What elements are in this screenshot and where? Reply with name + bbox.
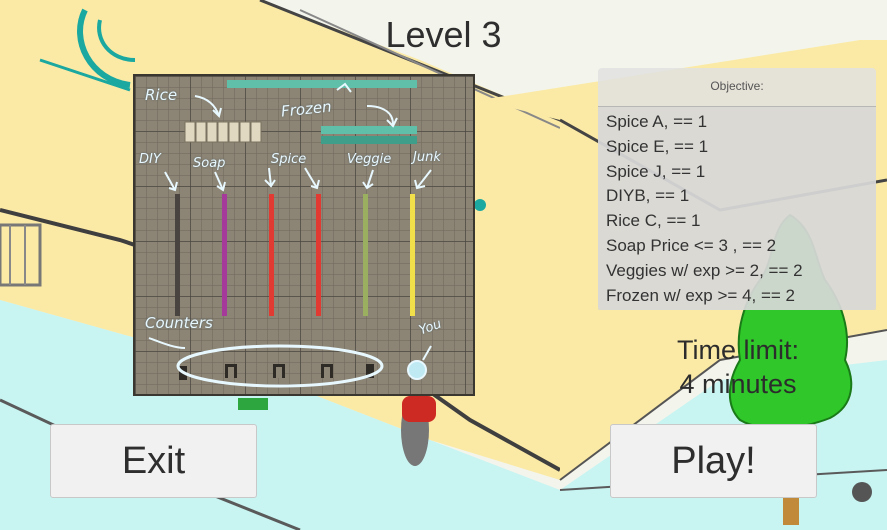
objective-item: Frozen w/ exp >= 4, == 2 — [606, 285, 796, 305]
play-button[interactable]: Play! — [610, 424, 817, 498]
time-limit: Time limit: 4 minutes — [600, 333, 876, 401]
soap-label: Soap — [193, 156, 226, 171]
veggie-label: Veggie — [347, 152, 392, 167]
spice-aisle-1 — [269, 194, 274, 316]
exit-button[interactable]: Exit — [50, 424, 257, 498]
spice-label: Spice — [271, 152, 307, 167]
objective-heading: Objective: — [710, 79, 764, 93]
objective-item: Rice C, == 1 — [606, 211, 701, 231]
store-map: Rice Frozen DIY Soap Spice Veggie Junk C… — [133, 74, 475, 396]
junk-aisle — [410, 194, 415, 316]
junk-label: Junk — [413, 150, 441, 165]
objective-item: Spice J, == 1 — [606, 161, 706, 181]
objective-item: Veggies w/ exp >= 2, == 2 — [606, 260, 803, 280]
frozen-aisle-top — [227, 80, 417, 88]
diy-aisle — [175, 194, 180, 316]
diy-label: DIY — [139, 152, 161, 167]
veggie-aisle — [363, 194, 368, 316]
level-title: Level 3 — [385, 14, 502, 55]
frozen-aisle-right-b — [321, 136, 417, 144]
frozen-aisle-right-a — [321, 126, 417, 134]
objective-list: Spice A, == 1 Spice E, == 1 Spice J, == … — [598, 106, 876, 310]
rice-label: Rice — [145, 86, 178, 104]
player-marker — [407, 360, 427, 380]
map-grid — [135, 76, 473, 394]
rice-shelf — [184, 121, 262, 143]
objective-item: Spice A, == 1 — [606, 112, 708, 131]
objective-item: Spice E, == 1 — [606, 136, 709, 156]
objective-panel: Objective: Spice A, == 1 Spice E, == 1 S… — [598, 68, 876, 310]
time-limit-value: 4 minutes — [679, 369, 797, 399]
annotation-arrows — [148, 82, 432, 361]
counters-label: Counters — [145, 314, 213, 332]
soap-aisle — [222, 194, 227, 316]
time-limit-label: Time limit: — [677, 335, 799, 365]
objective-item: Soap Price <= 3 , == 2 — [606, 235, 777, 255]
objective-item: DIYB, == 1 — [606, 186, 690, 206]
spice-aisle-2 — [316, 194, 321, 316]
